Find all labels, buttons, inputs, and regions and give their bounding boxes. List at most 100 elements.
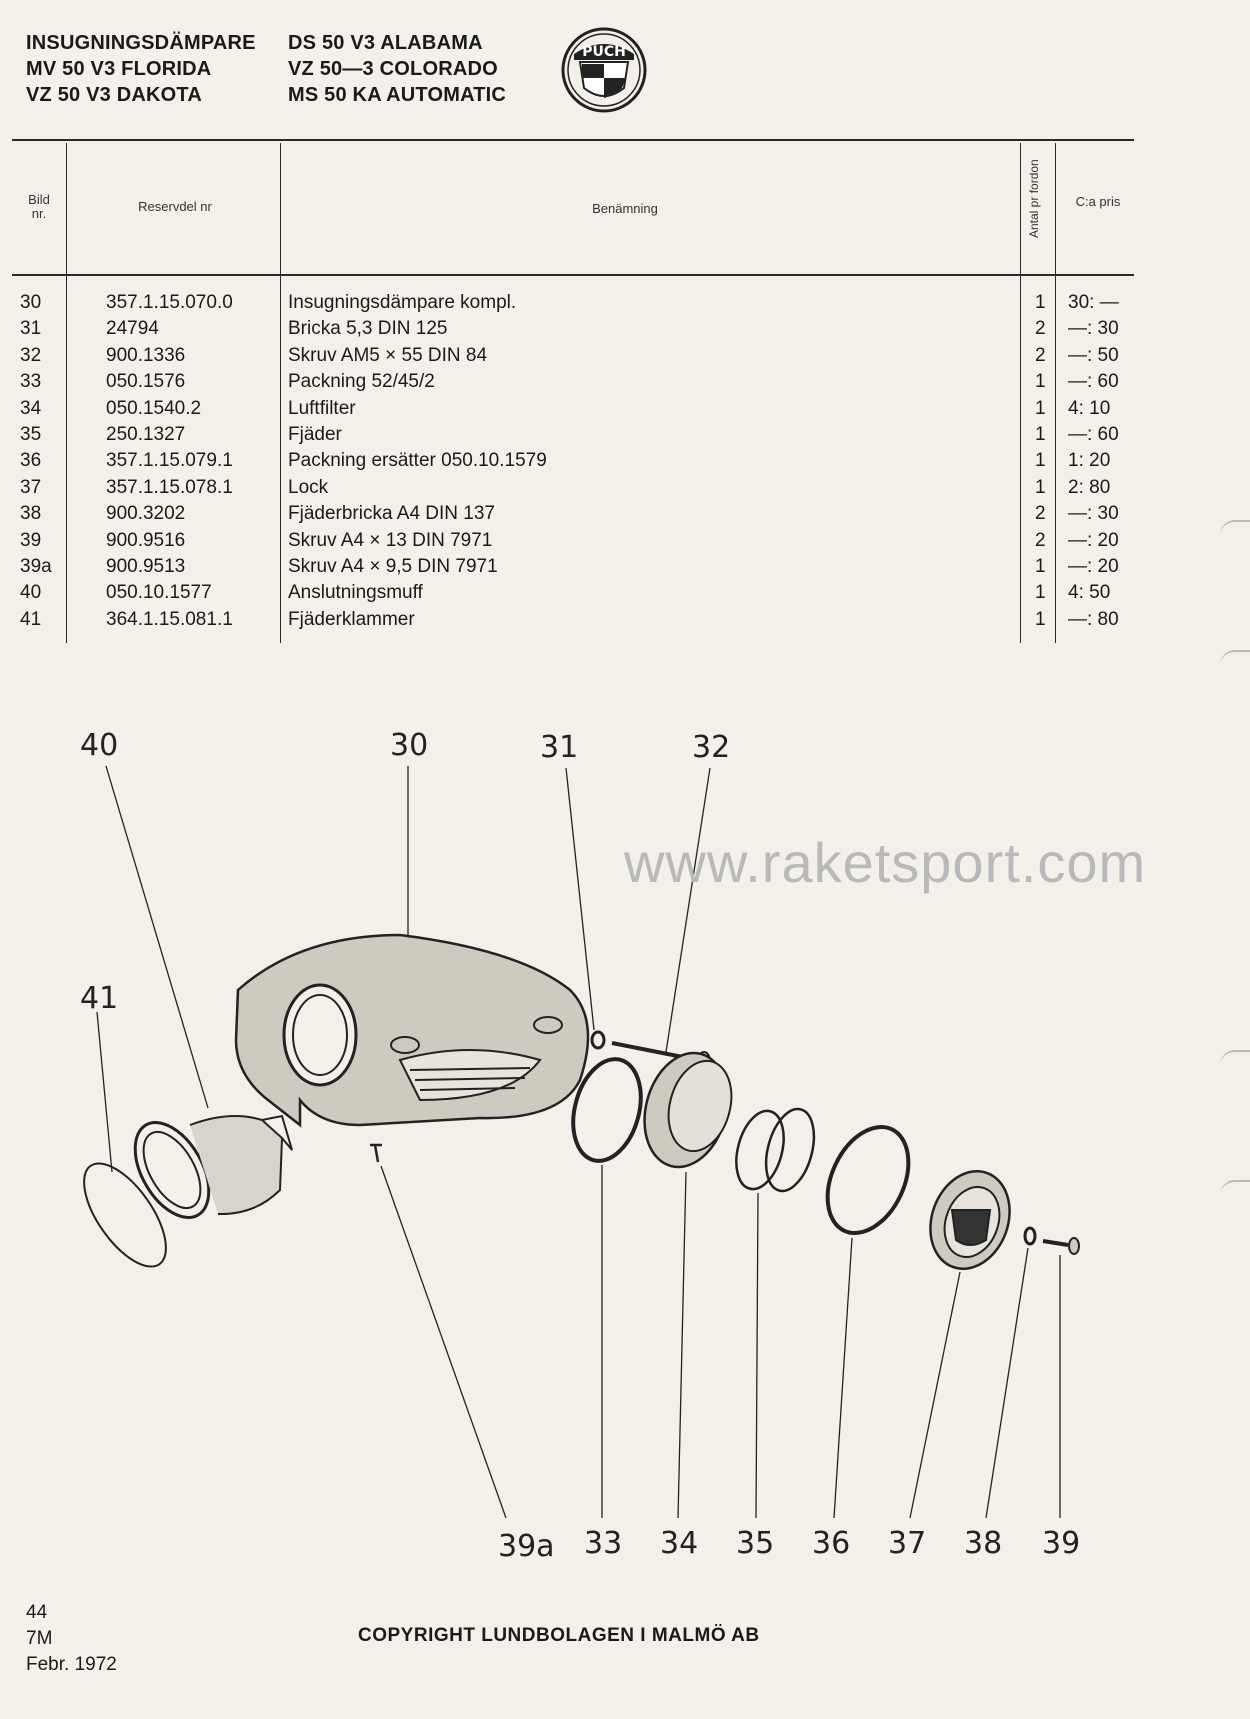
table-row: 35 250.1327 Fjäder 1 —: 60 [0, 422, 1250, 448]
cell-part-number: 050.10.1577 [106, 582, 212, 604]
header-quantity: Antal pr fordon [1027, 159, 1041, 238]
cell-price: 2: 80 [1068, 476, 1111, 498]
cell-price: —: 60 [1068, 424, 1119, 445]
cell-quantity: 1 [1035, 608, 1046, 630]
cell-quantity: 1 [1035, 476, 1046, 498]
cell-bild: 37 [20, 476, 42, 498]
callout-39: 39 [1042, 1526, 1080, 1561]
header-model: DS 50 V3 ALABAMA [288, 32, 483, 54]
cell-price: —: 80 [1068, 608, 1119, 630]
cell-bild: 30 [20, 292, 42, 313]
cell-bild: 39a [20, 556, 52, 577]
part-33-gasket [571, 1057, 643, 1163]
page-number: 44 [26, 1602, 48, 1623]
cell-part-number: 900.9513 [106, 556, 186, 577]
cell-part-number: 900.1336 [106, 344, 186, 366]
logo-text: PUCH [582, 44, 626, 60]
callout-31: 31 [540, 730, 578, 765]
table-header-rule [12, 274, 1134, 276]
cell-bild: 35 [20, 424, 42, 445]
cell-part-number: 357.1.15.078.1 [106, 476, 233, 498]
cell-price: —: 20 [1068, 529, 1119, 551]
cell-bild: 39 [20, 529, 42, 551]
watermark: www.raketsport.com [624, 831, 1147, 894]
page-date: Febr. 1972 [26, 1654, 117, 1675]
cell-description: Skruv A4 × 13 DIN 7971 [288, 529, 493, 551]
part-31-washer [590, 1030, 606, 1050]
header-description: Benämning [592, 201, 658, 216]
punch-mark [1220, 650, 1250, 680]
callout-41: 41 [80, 981, 118, 1016]
cell-description: Skruv A4 × 9,5 DIN 7971 [288, 556, 498, 577]
cell-quantity: 2 [1035, 529, 1046, 551]
cell-bild: 31 [20, 318, 42, 340]
cell-part-number: 900.9516 [106, 529, 186, 551]
cell-part-number: 364.1.15.081.1 [106, 608, 233, 630]
callout-32: 32 [692, 730, 730, 765]
header-model: MS 50 KA AUTOMATIC [288, 84, 507, 106]
callout-40: 40 [80, 728, 118, 763]
cell-bild: 34 [20, 397, 42, 419]
header-models-right: DS 50 V3 ALABAMA VZ 50—3 COLORADO MS 50 … [288, 30, 506, 108]
cell-quantity: 1 [1035, 582, 1046, 604]
cell-bild: 38 [20, 503, 42, 525]
cell-price: —: 60 [1068, 371, 1119, 393]
cell-price: —: 20 [1068, 556, 1119, 577]
cell-part-number: 357.1.15.070.0 [106, 292, 233, 313]
cell-description: Bricka 5,3 DIN 125 [288, 318, 448, 340]
cell-quantity: 1 [1035, 292, 1046, 313]
cell-price: —: 30 [1068, 318, 1119, 340]
part-36-gasket [825, 1125, 911, 1235]
page-code: 7M [26, 1628, 53, 1649]
cell-description: Fjäderbricka A4 DIN 137 [288, 503, 495, 525]
callout-33: 33 [584, 1526, 622, 1561]
puch-logo: PUCH [561, 27, 647, 113]
callout-35: 35 [736, 1526, 774, 1561]
part-38-washer [1023, 1226, 1037, 1246]
column-divider [1055, 143, 1057, 643]
copyright-notice: COPYRIGHT LUNDBOLAGEN I MALMÖ AB [358, 1625, 760, 1646]
cell-price: 30: — [1068, 292, 1119, 313]
cell-quantity: 1 [1035, 424, 1046, 445]
cell-description: Fjäder [288, 424, 342, 445]
part-34-air-filter [643, 1051, 733, 1169]
header-price: C:a pris [1075, 194, 1121, 209]
footer-page-info: 44 7M Febr. 1972 [26, 1600, 117, 1678]
header-model: VZ 50—3 COLORADO [288, 58, 498, 80]
cell-bild: 32 [20, 344, 42, 366]
cell-part-number: 050.1576 [106, 371, 186, 393]
cell-part-number: 900.3202 [106, 503, 186, 525]
cell-price: —: 30 [1068, 503, 1119, 525]
cell-description: Luftfilter [288, 397, 356, 419]
header-model: MV 50 V3 FLORIDA [26, 58, 212, 80]
part-35-spring [735, 1107, 816, 1193]
cell-part-number: 050.1540.2 [106, 397, 202, 419]
cell-quantity: 1 [1035, 371, 1046, 393]
table-row: 39 900.9516 Skruv A4 × 13 DIN 7971 2 —: 20 [0, 528, 1250, 554]
cell-part-number: 357.1.15.079.1 [106, 450, 233, 472]
cell-bild: 40 [20, 582, 42, 604]
callout-30: 30 [390, 728, 428, 763]
exploded-view-drawing: 40 30 31 32 41 39a 33 34 35 36 37 38 39 [80, 728, 1080, 1564]
callout-34: 34 [660, 1526, 698, 1561]
callout-39a: 39a [498, 1529, 555, 1564]
column-divider [280, 143, 282, 643]
cell-part-number: 250.1327 [106, 424, 186, 445]
cell-price: 1: 20 [1068, 450, 1111, 472]
cell-description: Lock [288, 476, 329, 498]
header-title: INSUGNINGSDÄMPARE [26, 32, 256, 54]
header-model: VZ 50 V3 DAKOTA [26, 84, 202, 106]
cell-price: 4: 10 [1068, 397, 1111, 419]
part-37-cover [929, 1170, 1011, 1270]
punch-mark [1220, 1050, 1250, 1080]
cell-part-number: 24794 [106, 318, 159, 340]
